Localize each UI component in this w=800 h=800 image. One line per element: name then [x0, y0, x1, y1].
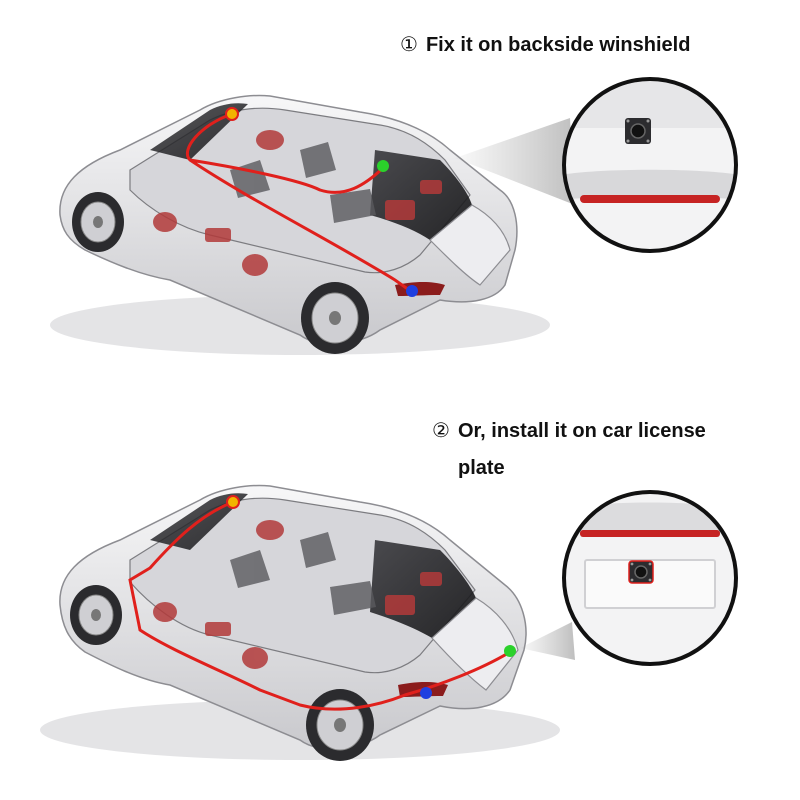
zoom-beam-2	[520, 622, 575, 660]
step-1-text: Fix it on backside winshield	[425, 34, 691, 56]
zoom-beam-1	[455, 118, 575, 205]
camera-closeup-2	[562, 490, 738, 666]
rear-wheel	[306, 689, 374, 761]
rear-connection-point	[420, 687, 432, 699]
step-2-text-line1: Or, install it on car license	[457, 420, 706, 442]
car-diagram-2	[40, 484, 738, 761]
step-1-number: ①	[400, 34, 418, 56]
front-wheel	[72, 192, 124, 252]
interior-components	[153, 520, 442, 669]
trunk-lid	[429, 204, 511, 286]
rear-wheel	[301, 282, 369, 354]
step-2-caption-line2: plate	[458, 457, 505, 479]
wire-route-1	[186, 112, 414, 294]
seats	[230, 532, 376, 615]
step-2-number: ②	[432, 420, 450, 442]
trunk-lid	[431, 597, 519, 691]
front-wheel	[70, 585, 122, 645]
front-connection-point	[226, 495, 240, 509]
camera-lens-icon	[625, 118, 651, 144]
step-1-panel: ① Fix it on backside winshield	[50, 32, 738, 355]
camera-connection-point	[377, 160, 389, 172]
rear-connection-point	[406, 285, 418, 297]
step-2-panel: ② Or, install it on car license plate	[0, 400, 800, 800]
step-1-caption: ① Fix it on backside winshield	[400, 32, 690, 57]
step-2-caption-line1: ② Or, install it on car license	[432, 418, 706, 443]
interior-components	[153, 130, 442, 276]
camera-connection-point	[504, 645, 516, 657]
car-diagram-1	[50, 77, 738, 355]
front-connection-point	[225, 107, 239, 121]
camera-lens-icon	[628, 560, 654, 584]
camera-closeup-1	[562, 77, 738, 253]
wire-route-2	[128, 500, 512, 711]
